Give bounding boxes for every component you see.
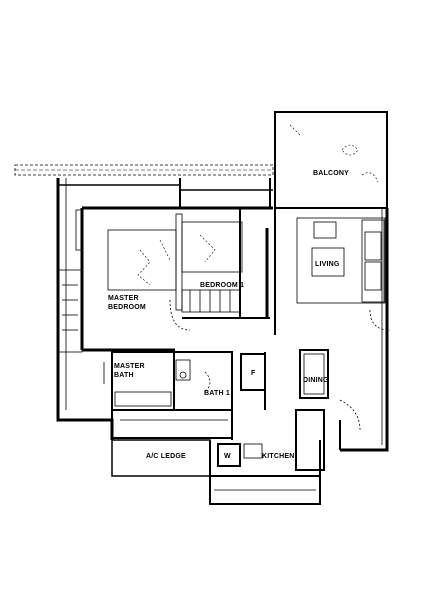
washer-box: [217, 443, 241, 467]
label-ac-ledge: A/C LEDGE: [146, 453, 186, 460]
dining-table: [299, 349, 329, 399]
bedroom1-wardrobe: [181, 289, 241, 313]
label-bedroom-1: BEDROOM 1: [200, 282, 244, 289]
exterior-walls: [14, 111, 389, 452]
living-rug: [296, 217, 386, 304]
bedroom-1: [181, 208, 270, 319]
service-area: [111, 439, 321, 505]
bath1-outline: [173, 351, 233, 411]
label-kitchen: KITCHEN: [262, 453, 295, 460]
label-bath-1: BATH 1: [204, 390, 230, 397]
label-master-bedroom-line1: MASTER: [108, 295, 139, 302]
label-master-bath-line1: MASTER: [114, 363, 145, 370]
living-room: [274, 208, 391, 335]
label-master-bath-line2: BATH: [114, 372, 134, 379]
sofa: [361, 219, 385, 303]
bay-window: [57, 209, 83, 353]
master-bed: [107, 229, 177, 291]
label-fridge: F: [251, 370, 256, 377]
label-master-bedroom-line2: BEDROOM: [108, 304, 146, 311]
label-living: LIVING: [315, 261, 340, 268]
balcony-outline: [274, 111, 388, 209]
balcony-furniture: [289, 124, 379, 183]
master-bath-outline: [111, 351, 175, 411]
master-bedroom: [82, 213, 191, 352]
kitchen-dining: [231, 349, 361, 471]
bedroom1-bed: [181, 221, 243, 273]
label-washer: W: [224, 453, 231, 460]
right-outer-wall: [340, 208, 389, 452]
coffee-table: [311, 247, 345, 277]
label-dining: DINING: [303, 377, 329, 384]
master-bath-vanity: [114, 391, 172, 407]
kitchen-counter: [295, 409, 325, 471]
label-balcony: BALCONY: [313, 170, 349, 177]
